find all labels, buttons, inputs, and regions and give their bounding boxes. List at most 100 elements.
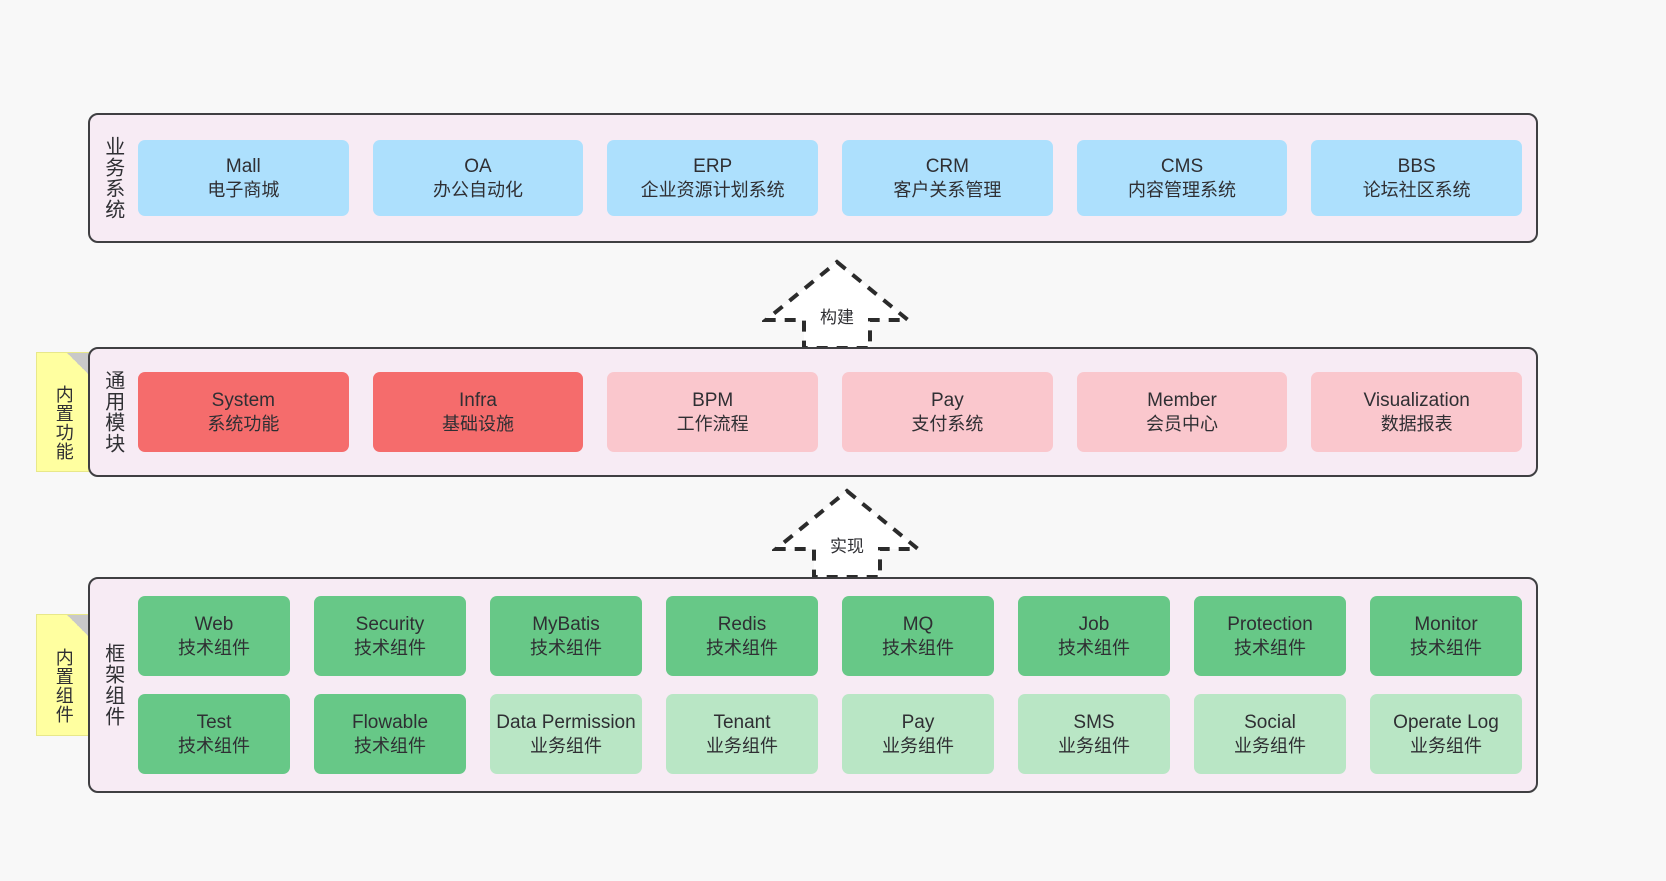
arrow-implement: 实现 xyxy=(772,487,922,581)
card-title: Web xyxy=(194,613,234,635)
layer-business-title: 业务系统 xyxy=(101,136,124,220)
card-subtitle: 数据报表 xyxy=(1380,413,1453,434)
card-subtitle: 技术组件 xyxy=(1234,637,1306,658)
business-row: Mall 电子商城 OA 办公自动化 ERP 企业资源计划系统 CRM 客户关系… xyxy=(138,140,1523,216)
card-title: MQ xyxy=(902,613,934,635)
card-cms[interactable]: CMS 内容管理系统 xyxy=(1076,140,1288,216)
card-system[interactable]: System 系统功能 xyxy=(138,372,349,452)
layer-business-systems: 业务系统 Mall 电子商城 OA 办公自动化 ERP 企业资源计划系统 CRM… xyxy=(88,113,1538,243)
card-title: ERP xyxy=(693,155,733,177)
card-subtitle: 技术组件 xyxy=(178,735,250,756)
card-title: Operate Log xyxy=(1393,711,1499,733)
card-title: Tenant xyxy=(713,711,771,733)
card-title: Pay xyxy=(901,711,935,733)
card-subtitle: 支付系统 xyxy=(911,413,984,434)
card-title: Redis xyxy=(717,613,767,635)
card-protection[interactable]: Protection 技术组件 xyxy=(1194,596,1346,676)
card-subtitle: 论坛社区系统 xyxy=(1362,179,1471,200)
card-subtitle: 业务组件 xyxy=(882,735,954,756)
card-title: Member xyxy=(1147,389,1217,411)
card-sms[interactable]: SMS 业务组件 xyxy=(1018,694,1170,774)
card-subtitle: 技术组件 xyxy=(530,637,602,658)
card-bbs[interactable]: BBS 论坛社区系统 xyxy=(1311,140,1523,216)
card-subtitle: 业务组件 xyxy=(1234,735,1306,756)
note-builtin-component: 内置组件 xyxy=(36,614,90,736)
card-title: MyBatis xyxy=(532,613,600,635)
card-subtitle: 技术组件 xyxy=(354,637,426,658)
note-text: 内置功能 xyxy=(53,385,74,461)
card-visualization[interactable]: Visualization 数据报表 xyxy=(1311,372,1523,452)
card-title: BPM xyxy=(692,389,734,411)
card-mq[interactable]: MQ 技术组件 xyxy=(842,596,994,676)
card-title: Test xyxy=(196,711,232,733)
card-title: SMS xyxy=(1073,711,1115,733)
card-title: CMS xyxy=(1160,155,1204,177)
layer-modules-body: System 系统功能 Infra 基础设施 BPM 工作流程 Pay 支付系统… xyxy=(134,349,1536,475)
note-text: 内置组件 xyxy=(53,648,74,724)
card-job[interactable]: Job 技术组件 xyxy=(1018,596,1170,676)
layer-common-modules: 通用模块 System 系统功能 Infra 基础设施 BPM 工作流程 Pay… xyxy=(88,347,1538,477)
card-title: OA xyxy=(464,155,492,177)
card-subtitle: 技术组件 xyxy=(706,637,778,658)
card-subtitle: 办公自动化 xyxy=(433,179,523,200)
card-redis[interactable]: Redis 技术组件 xyxy=(666,596,818,676)
card-title: CRM xyxy=(925,155,969,177)
card-subtitle: 业务组件 xyxy=(1410,735,1482,756)
card-infra[interactable]: Infra 基础设施 xyxy=(372,372,584,452)
arrow-build: 构建 xyxy=(762,258,912,352)
layer-framework-body: Web 技术组件 Security 技术组件 MyBatis 技术组件 Redi… xyxy=(134,579,1536,791)
card-member[interactable]: Member 会员中心 xyxy=(1076,372,1288,452)
card-subtitle: 业务组件 xyxy=(530,735,602,756)
card-social[interactable]: Social 业务组件 xyxy=(1194,694,1346,774)
card-crm[interactable]: CRM 客户关系管理 xyxy=(842,140,1053,216)
card-pay[interactable]: Pay 支付系统 xyxy=(842,372,1053,452)
card-pay-business[interactable]: Pay 业务组件 xyxy=(842,694,994,774)
card-subtitle: 企业资源计划系统 xyxy=(640,179,785,200)
card-tenant[interactable]: Tenant 业务组件 xyxy=(666,694,818,774)
modules-row: System 系统功能 Infra 基础设施 BPM 工作流程 Pay 支付系统… xyxy=(138,372,1523,452)
card-title: Job xyxy=(1078,613,1110,635)
card-title: Data Permission xyxy=(496,711,636,733)
framework-row-business: Test 技术组件 Flowable 技术组件 Data Permission … xyxy=(138,694,1522,774)
card-subtitle: 系统功能 xyxy=(207,413,280,434)
card-subtitle: 技术组件 xyxy=(354,735,426,756)
card-subtitle: 技术组件 xyxy=(1058,637,1130,658)
layer-framework-title: 框架组件 xyxy=(101,643,124,727)
card-subtitle: 工作流程 xyxy=(676,413,749,434)
card-title: Visualization xyxy=(1363,389,1470,411)
card-mybatis[interactable]: MyBatis 技术组件 xyxy=(490,596,642,676)
note-builtin-function: 内置功能 xyxy=(36,352,90,472)
card-security[interactable]: Security 技术组件 xyxy=(314,596,466,676)
card-title: Security xyxy=(355,613,425,635)
card-monitor[interactable]: Monitor 技术组件 xyxy=(1370,596,1522,676)
card-title: Monitor xyxy=(1414,613,1478,635)
layer-business-body: Mall 电子商城 OA 办公自动化 ERP 企业资源计划系统 CRM 客户关系… xyxy=(134,115,1536,241)
card-oa[interactable]: OA 办公自动化 xyxy=(372,140,584,216)
card-subtitle: 业务组件 xyxy=(1058,735,1130,756)
card-data-permission[interactable]: Data Permission 业务组件 xyxy=(490,694,642,774)
card-subtitle: 电子商城 xyxy=(207,179,280,200)
card-erp[interactable]: ERP 企业资源计划系统 xyxy=(607,140,819,216)
card-operate-log[interactable]: Operate Log 业务组件 xyxy=(1370,694,1522,774)
card-bpm[interactable]: BPM 工作流程 xyxy=(607,372,819,452)
card-title: System xyxy=(211,389,276,411)
card-subtitle: 会员中心 xyxy=(1146,413,1219,434)
card-subtitle: 内容管理系统 xyxy=(1128,179,1237,200)
card-title: Mall xyxy=(225,155,261,177)
card-subtitle: 业务组件 xyxy=(706,735,778,756)
card-flowable[interactable]: Flowable 技术组件 xyxy=(314,694,466,774)
framework-row-technical: Web 技术组件 Security 技术组件 MyBatis 技术组件 Redi… xyxy=(138,596,1522,676)
card-title: Infra xyxy=(458,389,498,411)
layer-framework-components: 框架组件 Web 技术组件 Security 技术组件 MyBatis 技术组件… xyxy=(88,577,1538,793)
card-title: Flowable xyxy=(351,711,429,733)
card-mall[interactable]: Mall 电子商城 xyxy=(138,140,349,216)
card-subtitle: 技术组件 xyxy=(1410,637,1482,658)
card-subtitle: 基础设施 xyxy=(442,413,514,434)
card-subtitle: 技术组件 xyxy=(178,637,250,658)
layer-modules-title: 通用模块 xyxy=(101,370,124,454)
card-title: BBS xyxy=(1397,155,1436,177)
card-web[interactable]: Web 技术组件 xyxy=(138,596,290,676)
card-subtitle: 技术组件 xyxy=(882,637,954,658)
card-test[interactable]: Test 技术组件 xyxy=(138,694,290,774)
